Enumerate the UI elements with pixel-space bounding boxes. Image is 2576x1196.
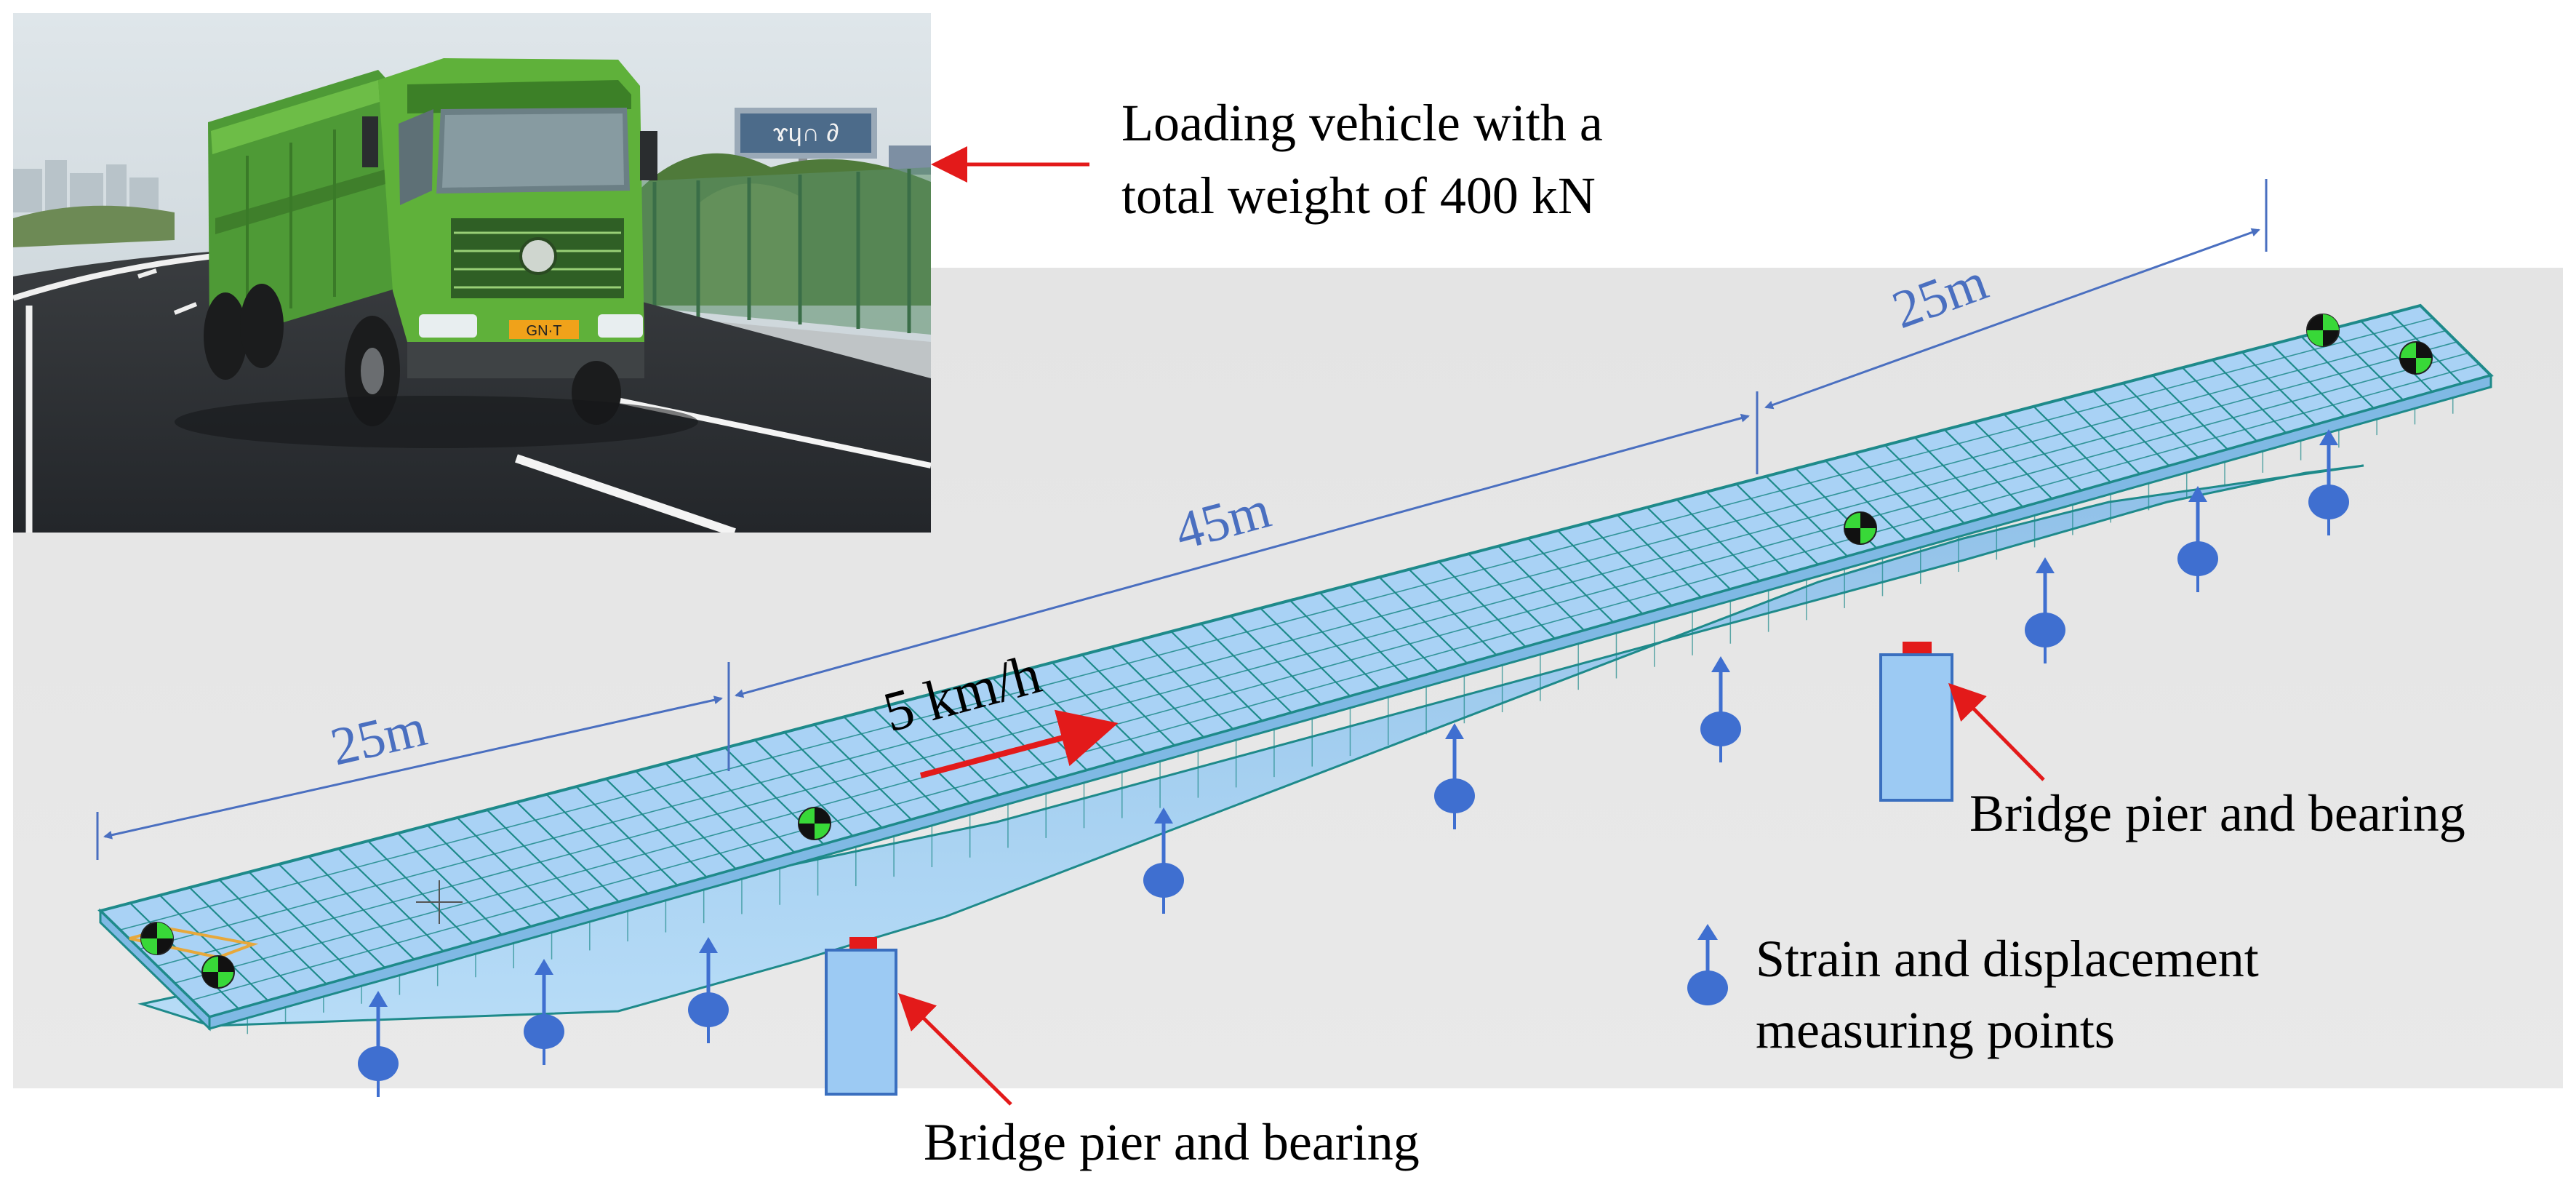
target-marker — [2399, 341, 2433, 375]
deck-transverse-line — [1943, 428, 2024, 508]
measuring-point — [358, 991, 399, 1097]
deck-transverse-line — [1884, 444, 1965, 525]
deck-transverse-line — [427, 824, 532, 928]
deck-transverse-line — [129, 902, 239, 1010]
left-pier-label: Bridge pier and bearing — [924, 1113, 1420, 1171]
crosshair-marker — [416, 880, 463, 924]
legend-line1: Strain and displacement — [1756, 930, 2259, 988]
deck-transverse-line — [218, 879, 327, 985]
left-bearing — [849, 937, 877, 950]
deck-transverse-line — [2271, 343, 2345, 418]
deck-transverse-line — [1913, 436, 1995, 517]
billboard-text: ɤɥ∩ ∂ — [773, 119, 839, 147]
truck: GN·T — [175, 58, 698, 448]
deck-transverse-line — [337, 848, 444, 952]
deck-transverse-line — [397, 832, 503, 936]
deck-transverse-line — [1735, 483, 1819, 565]
right-pier-body — [1879, 653, 1953, 802]
deck-transverse-line — [932, 693, 1029, 788]
deck-transverse-line — [1825, 460, 1907, 541]
measuring-point — [1434, 723, 1475, 829]
measuring-point — [1143, 808, 1184, 914]
deck-transverse-line — [188, 887, 298, 993]
target-marker — [798, 807, 831, 840]
legend: Strain and displacement measuring points — [1687, 924, 2259, 1059]
deck-transverse-line — [843, 716, 942, 813]
deck-transverse-line — [783, 731, 883, 829]
deck-transverse-line — [753, 739, 854, 837]
dimension-lines — [96, 179, 2268, 860]
deck-transverse-line — [2033, 405, 2111, 483]
deck-transverse-line — [1765, 475, 1848, 557]
dim-middle-span — [735, 413, 1750, 698]
legend-sensor-icon — [1687, 924, 1728, 1005]
deck-transverse-line — [308, 856, 415, 960]
speed-arrow — [919, 709, 1119, 778]
vehicle-label-line1: Loading vehicle with a — [1121, 94, 1603, 152]
measuring-point — [2025, 557, 2065, 663]
dim-right-span — [1764, 228, 2260, 410]
legend-line2: measuring points — [1756, 1001, 2115, 1059]
deck-transverse-line — [159, 894, 269, 1002]
target-marker — [201, 955, 235, 989]
deck-transverse-line — [2003, 413, 2082, 492]
deck-transverse-line — [1855, 452, 1936, 533]
measuring-point — [2308, 429, 2349, 535]
deck-transverse-line — [903, 701, 1000, 796]
target-markers — [140, 314, 2433, 989]
measuring-point — [688, 937, 729, 1043]
deck-transverse-line — [2360, 320, 2433, 393]
left-pier — [825, 937, 897, 1096]
deck-transverse-line — [1973, 421, 2053, 500]
right-bearing — [1903, 642, 1932, 655]
measuring-point — [524, 959, 564, 1065]
deck-transverse-line — [248, 871, 356, 977]
dim-left-span — [103, 695, 723, 840]
target-marker — [140, 922, 174, 955]
truck-photo: ɤɥ∩ ∂ — [13, 13, 931, 533]
license-plate: GN·T — [527, 323, 562, 339]
target-marker — [1844, 511, 1877, 545]
deck-transverse-line — [278, 864, 386, 968]
left-pier-body — [825, 949, 897, 1096]
deck-transverse-line — [367, 840, 473, 944]
target-marker — [2306, 314, 2340, 347]
deck-transverse-line — [873, 708, 971, 804]
vehicle-label-line2: total weight of 400 kN — [1121, 167, 1596, 225]
left-pier-pointer-arrow — [897, 992, 1012, 1106]
right-pier-label: Bridge pier and bearing — [1969, 784, 2465, 842]
measuring-points — [358, 429, 2349, 1097]
deck-transverse-line — [2330, 328, 2404, 401]
deck-transverse-line — [962, 685, 1059, 779]
right-pier-pointer-arrow — [1948, 682, 2045, 781]
right-pier — [1879, 642, 1953, 802]
deck-transverse-line — [813, 724, 912, 821]
deck-transverse-line — [2300, 335, 2375, 410]
measuring-point — [2177, 486, 2218, 592]
deck-transverse-line — [2063, 398, 2141, 475]
